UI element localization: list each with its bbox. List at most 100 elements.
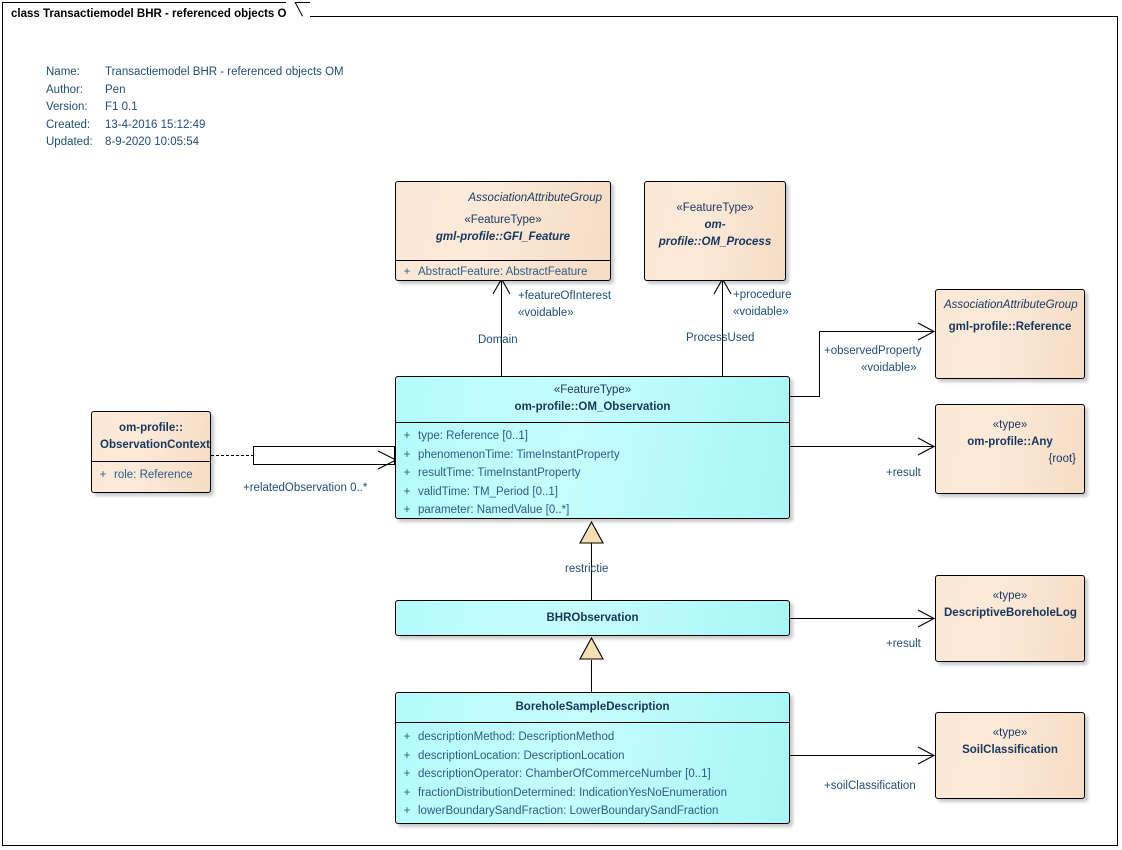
meta-key: Created: [46,118,91,131]
attribute-visibility: + [99,469,107,481]
association-attribute-group-label: AssociationAttributeGroup [468,192,602,204]
class-attributes: + role: Reference [92,462,210,491]
attribute-row: + role: Reference [92,466,210,485]
class-name: om-profile::OM_Process [658,219,772,248]
frame-tab-corner [286,2,310,28]
attribute-text: descriptionMethod: DescriptionMethod [418,731,615,743]
class-bhrobservation[interactable]: BHRObservation [395,600,790,636]
attribute-text: AbstractFeature: AbstractFeature [418,266,588,278]
attribute-text: role: Reference [114,469,193,481]
attribute-text: parameter: NamedValue [0..*] [418,504,570,517]
diagram-metadata: Name: Transactiemodel BHR - referenced o… [46,64,344,152]
attribute-visibility: + [403,749,411,762]
class-om-profile-om-observation[interactable]: «FeatureType» om-profile::OM_Observation… [395,376,790,519]
class-stereotype: «type» [992,419,1028,431]
class-header: om-profile:: ObservationContext [92,412,210,462]
meta-row-author: Author: Pen [46,82,344,100]
connector-generalization-arrowhead [579,636,604,660]
class-attributes: + type: Reference [0..1] + phenomenonTim… [396,423,789,518]
attribute-visibility: + [403,504,411,517]
label-relatedobservation: +relatedObservation 0..* [243,482,368,494]
attribute-text: phenomenonTime: TimeInstantProperty [418,448,620,461]
class-stereotype: «FeatureType» [676,202,754,214]
attribute-row: + descriptionMethod: DescriptionMethod [396,728,789,747]
class-header: «type» om-profile::Any {root} [936,405,1084,475]
class-descriptiveboreholelog[interactable]: «type» DescriptiveBoreholeLog [935,575,1085,662]
attribute-row: + descriptionLocation: DescriptionLocati… [396,747,789,766]
class-name: BoreholeSampleDescription [515,701,670,713]
meta-row-created: Created: 13-4-2016 15:12:49 [46,117,344,135]
label-observedproperty-voidable: «voidable» [861,362,917,374]
attribute-visibility: + [403,485,411,498]
connector-result-any-line [790,446,935,447]
label-observedproperty: +observedProperty [824,345,922,357]
label-processused: ProcessUsed [686,332,755,344]
class-header: BoreholeSampleDescription [396,693,789,723]
class-name: SoilClassification [962,744,1058,756]
class-name: om-profile::OM_Observation [514,401,671,413]
attribute-text: type: Reference [0..1] [418,430,528,442]
meta-value: Transactiemodel BHR - referenced objects… [105,66,344,78]
association-attribute-group-label: AssociationAttributeGroup [944,299,1078,311]
class-om-profile-any[interactable]: «type» om-profile::Any {root} [935,404,1085,494]
meta-value: 8-9-2020 10:05:54 [105,136,199,148]
attribute-visibility: + [403,266,411,278]
meta-row-name: Name: Transactiemodel BHR - referenced o… [46,64,344,82]
meta-value: 13-4-2016 15:12:49 [105,118,206,131]
class-attributes: + descriptionMethod: DescriptionMethod +… [396,723,789,823]
label-procedure-voidable: «voidable» [733,306,789,318]
label-result-any: +result [886,467,921,479]
attribute-row: + type: Reference [0..1] [396,427,789,446]
class-header: «FeatureType» om-profile::OM_Observation [396,377,789,423]
connector-observedproperty-arrowhead [917,322,936,341]
attribute-text: lowerBoundarySandFraction: LowerBoundary… [418,805,719,818]
class-gml-profile-gfi-feature[interactable]: AssociationAttributeGroup «FeatureType» … [395,181,611,281]
attribute-visibility: + [403,448,411,461]
meta-key: Author: [46,83,84,96]
class-stereotype: «type» [992,590,1028,602]
class-boreholesampledescription[interactable]: BoreholeSampleDescription + descriptionM… [395,692,790,824]
meta-value: F1 0.1 [105,101,138,113]
class-stereotype: «type» [992,727,1028,739]
attribute-text: fractionDistributionDetermined: Indicati… [418,786,727,799]
attribute-row: + validTime: TM_Period [0..1] [396,483,789,502]
connector-observedproperty-seg2 [819,331,820,397]
connector-processused-line [722,281,723,376]
label-result-log: +result [886,638,921,650]
attribute-row: + AbstractFeature: AbstractFeature [396,263,610,280]
connector-soilclassification-arrowhead [917,746,936,765]
label-procedure: +procedure [733,289,792,301]
class-header: «type» SoilClassification [936,713,1084,766]
connector-observedproperty-seg3 [819,331,935,332]
class-name: gml-profile::GFI_Feature [435,231,571,243]
connector-observedproperty-seg1 [790,396,820,397]
class-root-note: {root} [1048,453,1077,465]
class-header: AssociationAttributeGroup gml-profile::R… [936,290,1084,343]
connector-restrictie-generalization-arrowhead [579,520,604,544]
label-restrictie: restrictie [565,563,609,575]
class-name: om-profile::Any [967,436,1053,448]
class-gml-profile-reference[interactable]: AssociationAttributeGroup gml-profile::R… [935,289,1085,379]
attribute-visibility: + [403,731,411,743]
label-featureofinterest: +featureOfInterest [518,290,612,302]
attribute-visibility: + [403,805,411,818]
class-om-profile-observationcontext[interactable]: om-profile:: ObservationContext + role: … [91,411,211,493]
attribute-text: validTime: TM_Period [0..1] [418,485,558,498]
class-header: BHRObservation [396,601,789,634]
class-om-profile-om-process[interactable]: «FeatureType» om-profile::OM_Process [644,181,786,281]
class-soilclassification[interactable]: «type» SoilClassification [935,712,1085,799]
attribute-text: descriptionLocation: DescriptionLocation [418,749,625,762]
attribute-visibility: + [403,786,411,799]
class-name: DescriptiveBoreholeLog [944,607,1077,619]
class-name: BHRObservation [546,612,639,624]
connector-result-any-arrowhead [917,437,936,456]
attribute-row: + resultTime: TimeInstantProperty [396,464,789,483]
attribute-text: descriptionOperator: ChamberOfCommerceNu… [418,768,711,781]
label-domain: Domain [478,334,518,346]
meta-row-updated: Updated: 8-9-2020 10:05:54 [46,134,344,152]
meta-row-version: Version: F1 0.1 [46,99,344,117]
class-name-line2: ObservationContext [100,439,210,451]
class-attributes: + AbstractFeature: AbstractFeature [396,261,610,280]
attribute-visibility: + [403,467,411,480]
